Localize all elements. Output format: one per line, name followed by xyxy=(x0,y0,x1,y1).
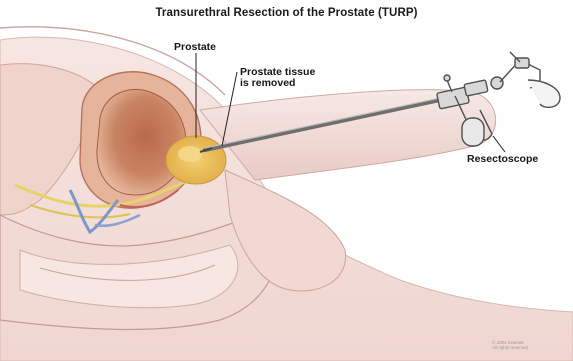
resectoscope-label: Resectoscope xyxy=(467,154,538,165)
figure-title: Transurethral Resection of the Prostate … xyxy=(0,7,573,19)
tissue-removed-label: Prostate tissue is removed xyxy=(240,67,315,89)
prostate-label: Prostate xyxy=(174,42,216,53)
tissue-label-line2: is removed xyxy=(240,78,315,89)
credit-line2: All rights reserved xyxy=(492,345,528,350)
prostate-highlight xyxy=(178,146,202,162)
copyright-credit: © 2004 Krames All rights reserved xyxy=(492,340,528,350)
resectoscope-leader xyxy=(493,136,505,152)
